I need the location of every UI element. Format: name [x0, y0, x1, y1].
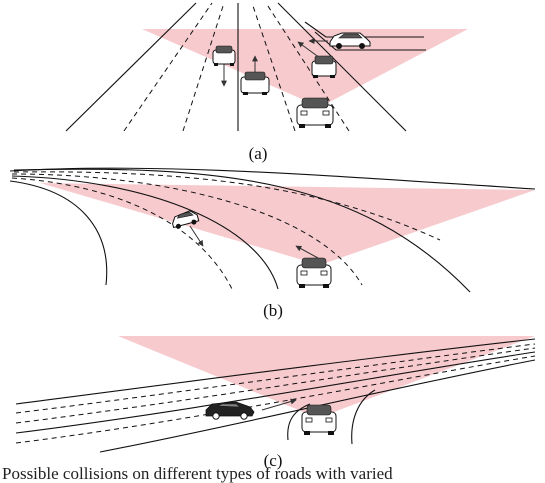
lane-line-c-3: [15, 355, 536, 444]
road-edge-left-b: [9, 180, 108, 286]
caption-text: Possible collisions on different types o…: [2, 464, 393, 483]
ramp-a-upper: [304, 21, 424, 38]
panel-a: (a): [65, 2, 468, 163]
lane-line-c-2: [15, 347, 536, 424]
road-edge-right-a: [277, 2, 407, 132]
arrow-icon: [261, 398, 297, 411]
car-icon: [240, 71, 270, 95]
panel-label: (a): [249, 144, 268, 163]
car-front-icon: [296, 97, 334, 128]
road-edge-left-a: [65, 2, 197, 132]
car-front-icon: [296, 257, 332, 288]
camera-field-of-view-a: [142, 29, 468, 107]
ramp-c-left: [287, 403, 311, 441]
ramp-a-lower: [314, 31, 426, 51]
lane-line-b-1: [11, 177, 233, 290]
car-icon: [311, 55, 337, 78]
lane-line-c-1: [15, 343, 536, 414]
camera-field-of-view-c: [118, 336, 535, 418]
lane-line-b-3: [13, 171, 441, 241]
car-icon: [172, 210, 200, 229]
road-edge-top-c: [15, 338, 536, 405]
arrow-icon: [297, 41, 321, 59]
lane-line-a-3: [251, 2, 296, 132]
car-icon: [205, 401, 255, 420]
lane-line-a-4: [265, 2, 350, 132]
panel-label: (b): [263, 301, 283, 320]
lane-line-b-2: [11, 173, 363, 286]
arrow-icon: [189, 225, 204, 247]
ramp-c-right: [351, 389, 376, 445]
panel-label: (c): [264, 451, 283, 470]
car-icon: [212, 45, 236, 66]
road-divider-c: [15, 351, 536, 434]
lane-line-a-2: [182, 2, 225, 132]
arrow-icon: [295, 245, 319, 259]
panel-c: (c): [15, 336, 536, 470]
road-edge-right-b: [13, 168, 471, 293]
road-divider-b: [11, 175, 279, 290]
lane-line-a-1: [123, 2, 213, 132]
car-icon: [329, 32, 371, 49]
panel-b: (b): [9, 167, 536, 320]
road-edge-top-b: [9, 167, 536, 190]
car-front-icon: [301, 404, 337, 435]
